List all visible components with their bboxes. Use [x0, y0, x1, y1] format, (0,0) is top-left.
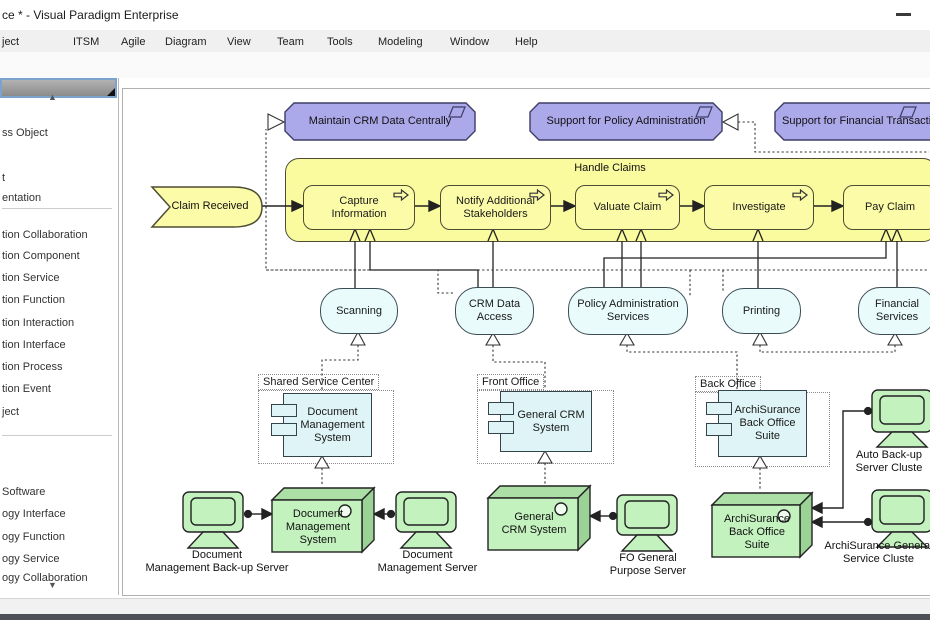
service-financial-services[interactable]: Financial Services [858, 287, 930, 335]
service-policy-administration-services[interactable]: Policy Administration Services [568, 287, 688, 335]
palette-item-technology-service[interactable]: ogy Service [2, 553, 60, 565]
palette-item-application-collaboration[interactable]: tion Collaboration [2, 229, 88, 241]
minimize-icon[interactable] [896, 13, 911, 16]
palette-item-technology-collaboration[interactable]: ogy Collaboration [2, 572, 88, 584]
palette-scroll-up-icon[interactable]: ▲ [48, 92, 57, 102]
palette-item-technology-interface[interactable]: ogy Interface [2, 508, 66, 520]
service-label: Policy Administration Services [577, 298, 679, 323]
menu-agile[interactable]: Agile [121, 36, 146, 48]
grouping-label-shared-service-center[interactable]: Shared Service Center [258, 374, 380, 390]
title-bar[interactable]: ce * - Visual Paradigm Enterprise [0, 0, 930, 31]
palette-item-technology-function[interactable]: ogy Function [2, 531, 65, 543]
process-notify-additional-stakeholders[interactable]: Notify Additional Stakeholders [440, 185, 551, 230]
palette-item-application-process[interactable]: tion Process [2, 361, 63, 373]
component-label: ArchiSurance Back Office Suite [734, 404, 801, 442]
requirement-label-maintain-crm: Maintain CRM Data Centrally [308, 115, 452, 127]
window-title: ce * - Visual Paradigm Enterprise [2, 8, 179, 22]
process-label: Investigate [732, 201, 786, 213]
service-scanning[interactable]: Scanning [320, 288, 398, 334]
status-bar [0, 598, 930, 615]
bottom-strip [0, 614, 930, 620]
process-label: Pay Claim [864, 201, 916, 213]
palette-item-application-service[interactable]: tion Service [2, 272, 60, 284]
node-label-archisurance-back-office-suite: ArchiSurance Back Office Suite [723, 512, 791, 551]
requirement-label-financial: Support for Financial Transactio [782, 115, 930, 127]
grouping-label-front-office[interactable]: Front Office [477, 374, 545, 390]
component-tab-icon [271, 404, 297, 417]
palette-separator [2, 435, 112, 436]
menu-team[interactable]: Team [277, 36, 304, 48]
breadcrumb: rance [0, 52, 930, 124]
palette-separator [2, 208, 112, 209]
menu-view[interactable]: View [227, 36, 251, 48]
shape-palette: ▲ ss Object t entation tion Collaboratio… [0, 78, 119, 595]
menu-help[interactable]: Help [515, 36, 538, 48]
device-label-auto-backup-cluster: Auto Back-up Server Cluste [855, 449, 923, 474]
palette-item-data-object[interactable]: ject [2, 406, 20, 418]
menu-diagram[interactable]: Diagram [165, 36, 207, 48]
palette-header[interactable] [0, 78, 117, 98]
palette-item-application-interaction[interactable]: tion Interaction [2, 317, 75, 329]
service-label: Financial Services [874, 298, 920, 323]
process-arrow-icon [792, 189, 808, 201]
process-label: Capture Information [331, 194, 387, 220]
palette-item-application-event[interactable]: tion Event [2, 383, 51, 395]
palette-item-representation[interactable]: entation [2, 192, 42, 204]
palette-item-application-function[interactable]: tion Function [2, 294, 65, 306]
fold-corner-icon [107, 88, 115, 96]
requirement-label-policy-admin: Support for Policy Administration [546, 115, 706, 127]
component-tab-icon [706, 423, 732, 436]
process-group-label: Handle Claims [574, 162, 646, 174]
service-crm-data-access[interactable]: CRM Data Access [455, 287, 534, 335]
process-label: Valuate Claim [593, 201, 662, 213]
process-arrow-icon [658, 189, 674, 201]
service-label: Printing [742, 304, 781, 317]
palette-item-application-interface[interactable]: tion Interface [2, 339, 66, 351]
process-valuate-claim[interactable]: Valuate Claim [575, 185, 680, 230]
device-label-dm-backup-server: Document Management Back-up Server [145, 549, 289, 574]
menu-project[interactable]: ject [2, 36, 20, 48]
menu-tools[interactable]: Tools [327, 36, 353, 48]
component-archisurance-back-office-suite[interactable]: ArchiSurance Back Office Suite [718, 390, 807, 457]
process-arrow-icon [393, 189, 409, 201]
component-tab-icon [271, 423, 297, 436]
menu-modeling[interactable]: Modeling [378, 36, 423, 48]
service-printing[interactable]: Printing [722, 288, 801, 334]
node-label-general-crm-system: General CRM System [501, 511, 567, 536]
device-label-fo-general-purpose-server: FO General Purpose Server [609, 552, 687, 577]
event-claim-received-label: Claim Received [171, 200, 249, 212]
menu-itsm[interactable]: ITSM [73, 36, 100, 48]
palette-item-business-object[interactable]: ss Object [2, 127, 48, 139]
process-investigate[interactable]: Investigate [704, 185, 814, 230]
process-pay-claim[interactable]: Pay Claim [843, 185, 930, 230]
palette-item-application-component[interactable]: tion Component [2, 250, 80, 262]
component-tab-icon [706, 402, 732, 415]
palette-scroll-down-icon[interactable]: ▼ [48, 580, 57, 590]
node-label-document-management-system: Document Management System [285, 508, 351, 546]
palette-item-t[interactable]: t [2, 172, 6, 184]
menu-window[interactable]: Window [450, 36, 490, 48]
process-label: Notify Additional Stakeholders [456, 194, 535, 220]
process-capture-information[interactable]: Capture Information [303, 185, 415, 230]
component-label: General CRM System [517, 408, 585, 434]
device-label-archisurance-general-cluster: ArchiSurance General Service Cluste [824, 540, 930, 565]
component-tab-icon [488, 402, 514, 415]
device-label-dm-server: Document Management Server [377, 549, 478, 574]
process-arrow-icon [529, 189, 545, 201]
component-label: Document Management System [300, 405, 365, 444]
palette-item-system-software[interactable]: Software [2, 486, 46, 498]
component-tab-icon [488, 421, 514, 434]
service-label: CRM Data Access [468, 298, 521, 323]
service-label: Scanning [336, 304, 382, 317]
